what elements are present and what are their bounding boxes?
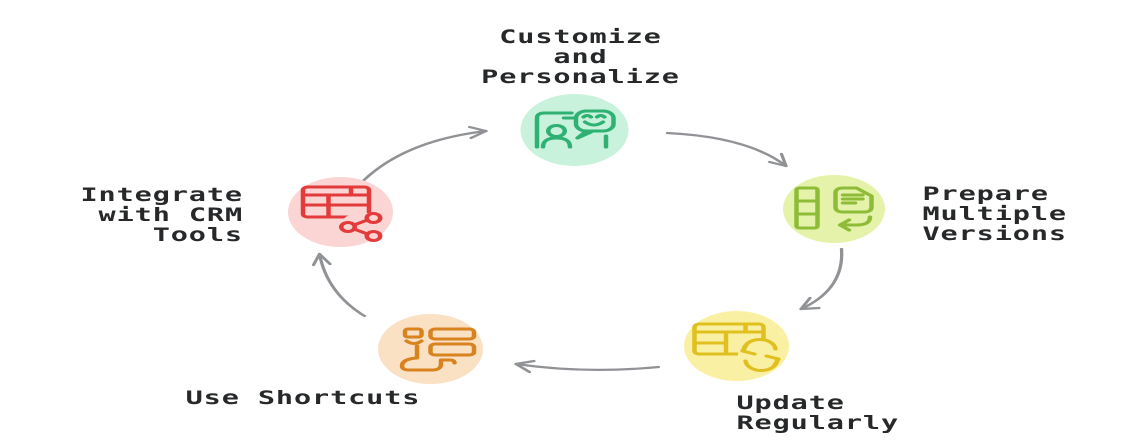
arrow-customize-to-versions xyxy=(665,131,788,168)
node-label-crm: Integrate with CRM Tools xyxy=(80,184,243,246)
arrow-crm-to-customize xyxy=(358,125,488,186)
arrow-shortcuts-to-crm xyxy=(311,252,367,318)
cycle-arrows xyxy=(311,125,844,374)
node-label-update: Update Regularly xyxy=(736,392,900,434)
node-label-customize: Customize and Personalize xyxy=(481,26,680,88)
node-label-versions: Prepare Multiple Versions xyxy=(922,183,1067,245)
person-chat-icon xyxy=(534,109,616,149)
refresh-backing xyxy=(738,341,780,369)
hand-shortcut-icon xyxy=(399,327,477,372)
share-backing xyxy=(339,212,384,242)
document-versions-icon xyxy=(794,186,874,232)
arrow-update-to-shortcuts xyxy=(514,359,661,374)
table-share-icon xyxy=(300,185,384,242)
node-label-shortcuts: Use Shortcuts xyxy=(185,387,421,409)
table-refresh-icon xyxy=(692,322,781,372)
arrow-versions-to-update xyxy=(799,247,844,311)
